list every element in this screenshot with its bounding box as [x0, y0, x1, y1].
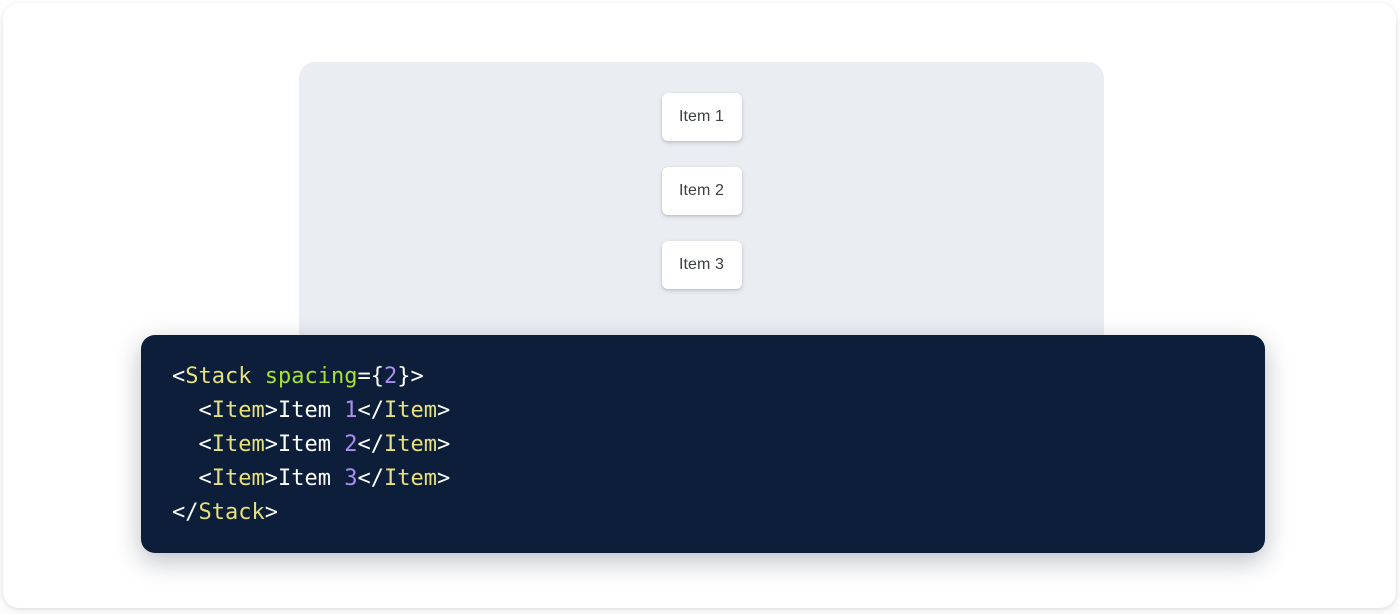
code-token-punct: > [264, 398, 278, 423]
stack-item[interactable]: Item 1 [661, 93, 742, 141]
code-token-punct: </ [172, 500, 199, 525]
code-token-punct: </ [357, 398, 384, 423]
code-line: <Stack spacing={2}> [172, 360, 450, 394]
code-line: <Item>Item 3</Item> [172, 462, 450, 496]
stack-item[interactable]: Item 3 [661, 241, 742, 289]
code-line: </Stack> [172, 496, 450, 530]
code-token-tag: Item [211, 432, 265, 457]
code-token-attr: spacing [264, 364, 358, 389]
component-preview-panel: Item 1 Item 2 Item 3 [299, 62, 1104, 352]
code-token-punct: > [436, 432, 451, 457]
code-token-text: Item [277, 432, 345, 457]
code-token-punct: </ [357, 466, 384, 491]
stack-container: Item 1 Item 2 Item 3 [299, 93, 1104, 289]
code-token-punct: > [436, 466, 451, 491]
code-token-tag: Item [211, 398, 265, 423]
code-token-number: 1 [344, 398, 358, 423]
code-token-punct: < [172, 398, 212, 423]
code-token-punct: ={ [357, 364, 384, 389]
code-token-number: 2 [383, 364, 398, 389]
code-block: <Stack spacing={2}> <Item>Item 1</Item> … [141, 335, 1265, 553]
code-token-text: Item [277, 398, 345, 423]
stack-item-label: Item 1 [678, 108, 725, 125]
code-token-tag: Item [383, 432, 437, 457]
code-token-punct: < [172, 364, 186, 389]
code-line: <Item>Item 2</Item> [172, 428, 450, 462]
code-token-tag: Stack [198, 500, 265, 525]
stack-item[interactable]: Item 2 [661, 167, 742, 215]
code-token-punct: < [172, 466, 212, 491]
code-token-punct [251, 364, 264, 389]
stack-item-label: Item 3 [678, 256, 725, 273]
code-token-text: Item [277, 466, 345, 491]
code-token-punct: < [172, 432, 212, 457]
code-token-punct: }> [397, 364, 424, 389]
code-token-punct: > [264, 500, 278, 525]
stack-item-label: Item 2 [678, 182, 725, 199]
code-token-tag: Stack [185, 364, 252, 389]
code-token-tag: Item [383, 398, 437, 423]
code-token-number: 2 [344, 432, 358, 457]
code-content[interactable]: <Stack spacing={2}> <Item>Item 1</Item> … [172, 360, 450, 530]
code-token-punct: > [436, 398, 451, 423]
code-token-punct: </ [357, 432, 384, 457]
code-token-number: 3 [344, 466, 358, 491]
code-token-tag: Item [211, 466, 265, 491]
code-line: <Item>Item 1</Item> [172, 394, 450, 428]
code-token-punct: > [264, 432, 278, 457]
code-token-tag: Item [383, 466, 437, 491]
code-token-punct: > [264, 466, 278, 491]
